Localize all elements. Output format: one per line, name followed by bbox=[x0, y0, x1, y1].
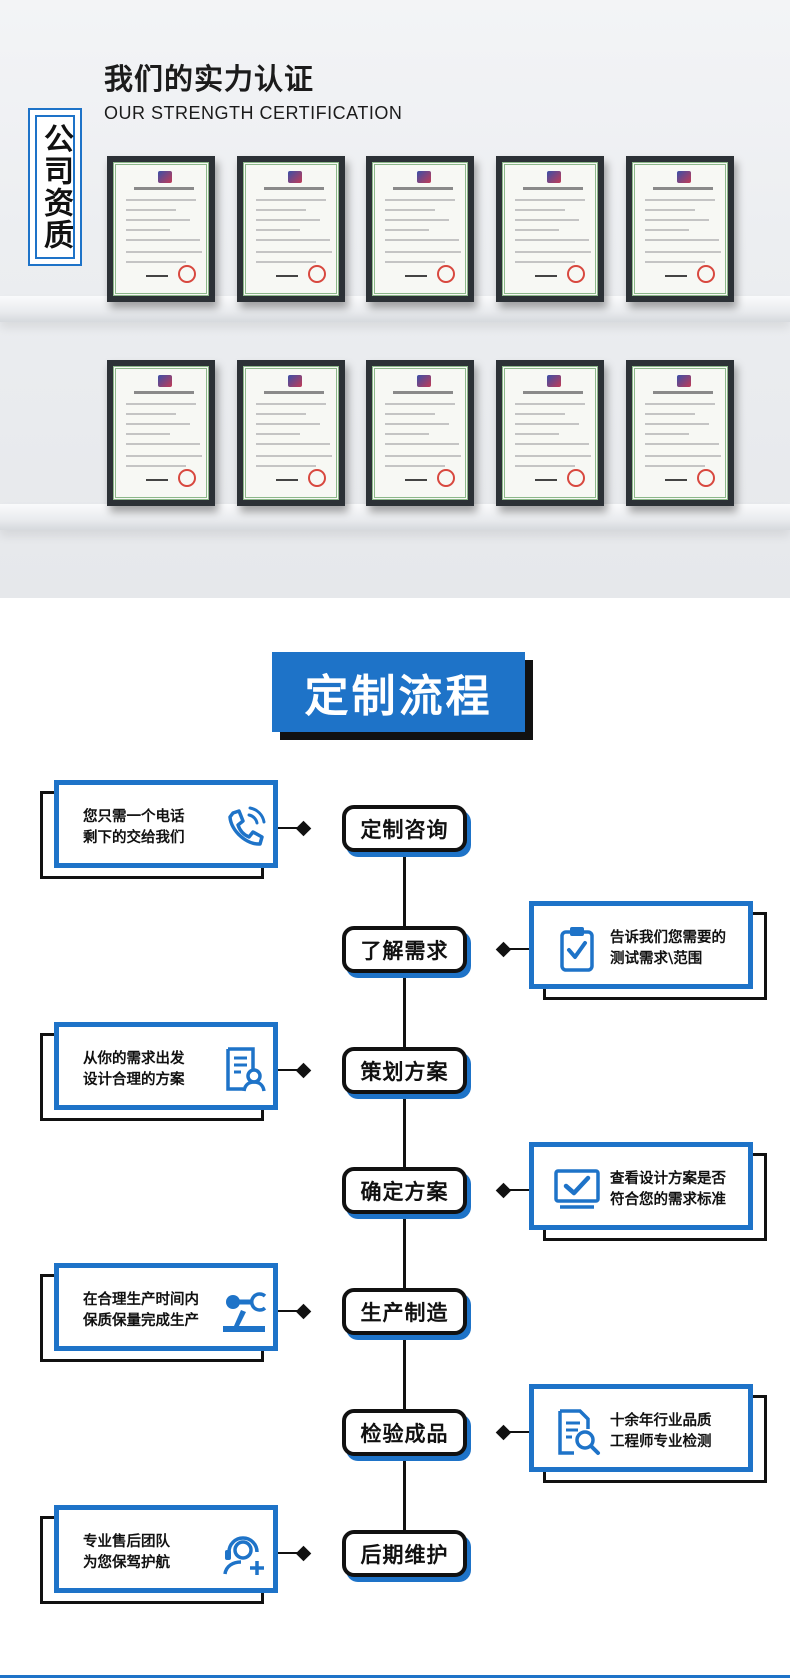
step-connector bbox=[278, 1310, 304, 1312]
badge-label: 公司资质 bbox=[38, 123, 73, 251]
step-label: 生产制造 bbox=[360, 1300, 449, 1325]
step-connector bbox=[278, 827, 304, 829]
connector-diamond bbox=[495, 1424, 512, 1441]
patent-certificate-icon bbox=[626, 156, 734, 302]
certification-section: 公司资质 我们的实力认证 OUR STRENGTH CERTIFICATION bbox=[0, 0, 790, 598]
step-description-card: 从你的需求出发设计合理的方案 bbox=[40, 1022, 278, 1121]
support-headset-icon bbox=[219, 1528, 269, 1578]
shelf-bottom bbox=[0, 504, 790, 530]
step-label: 策划方案 bbox=[360, 1059, 449, 1084]
step-label: 确定方案 bbox=[360, 1179, 449, 1204]
description-line: 测试需求\范围 bbox=[610, 951, 703, 967]
step-connector bbox=[278, 1069, 304, 1071]
connector-diamond bbox=[495, 941, 512, 958]
robot-arm-icon bbox=[219, 1286, 269, 1336]
document-user-icon bbox=[219, 1045, 269, 1095]
step-description-card: 在合理生产时间内保质保量完成生产 bbox=[40, 1263, 278, 1362]
description-line: 工程师专业检测 bbox=[610, 1434, 712, 1450]
description-line: 专业售后团队 bbox=[83, 1534, 170, 1550]
patent-certificate-icon bbox=[626, 360, 734, 506]
step-description-card: 十余年行业品质工程师专业检测 bbox=[529, 1384, 767, 1483]
connector-diamond bbox=[295, 1062, 312, 1079]
step-label: 定制咨询 bbox=[360, 817, 449, 842]
process-title-banner: 定制流程 bbox=[272, 652, 525, 732]
process-step: 确定方案 bbox=[342, 1167, 471, 1219]
step-description: 在合理生产时间内保质保量完成生产 bbox=[83, 1290, 207, 1332]
patent-certificate-icon bbox=[107, 360, 215, 506]
step-label: 后期维护 bbox=[360, 1542, 449, 1567]
step-connector bbox=[500, 1189, 529, 1191]
patent-certificate-icon bbox=[366, 360, 474, 506]
description-line: 告诉我们您需要的 bbox=[610, 930, 726, 946]
description-line: 在合理生产时间内 bbox=[83, 1292, 199, 1308]
process-step: 后期维护 bbox=[342, 1530, 471, 1582]
patent-certificate-icon bbox=[237, 156, 345, 302]
patent-certificate-icon bbox=[237, 360, 345, 506]
step-description: 十余年行业品质工程师专业检测 bbox=[610, 1411, 750, 1453]
certification-title: 我们的实力认证 bbox=[104, 62, 315, 96]
step-description-card: 告诉我们您需要的测试需求\范围 bbox=[529, 901, 767, 1000]
connector-diamond bbox=[295, 820, 312, 837]
step-description-card: 专业售后团队为您保驾护航 bbox=[40, 1505, 278, 1604]
certification-subtitle: OUR STRENGTH CERTIFICATION bbox=[104, 103, 403, 123]
process-step: 检验成品 bbox=[342, 1409, 471, 1461]
company-qualification-badge: 公司资质 bbox=[28, 108, 82, 266]
description-line: 您只需一个电话 bbox=[83, 809, 185, 825]
description-line: 十余年行业品质 bbox=[610, 1413, 712, 1429]
step-description: 从你的需求出发设计合理的方案 bbox=[83, 1049, 207, 1091]
step-description: 您只需一个电话剩下的交给我们 bbox=[83, 807, 207, 849]
step-connector bbox=[278, 1552, 304, 1554]
patent-certificate-icon bbox=[496, 156, 604, 302]
description-line: 剩下的交给我们 bbox=[83, 830, 185, 846]
clipboard-check-icon bbox=[552, 924, 602, 974]
description-line: 为您保驾护航 bbox=[83, 1555, 170, 1571]
description-line: 保质保量完成生产 bbox=[83, 1313, 199, 1329]
description-line: 从你的需求出发 bbox=[83, 1051, 185, 1067]
step-description-card: 您只需一个电话剩下的交给我们 bbox=[40, 780, 278, 879]
patent-certificate-icon bbox=[496, 360, 604, 506]
process-step: 了解需求 bbox=[342, 926, 471, 978]
connector-diamond bbox=[295, 1545, 312, 1562]
process-title: 定制流程 bbox=[304, 671, 493, 722]
process-step: 定制咨询 bbox=[342, 805, 471, 857]
patent-certificate-icon bbox=[366, 156, 474, 302]
description-line: 查看设计方案是否 bbox=[610, 1171, 726, 1187]
step-description-card: 查看设计方案是否符合您的需求标准 bbox=[529, 1142, 767, 1241]
step-description: 专业售后团队为您保驾护航 bbox=[83, 1532, 207, 1574]
step-connector bbox=[500, 948, 529, 950]
process-step: 策划方案 bbox=[342, 1047, 471, 1099]
patent-certificate-icon bbox=[107, 156, 215, 302]
step-connector bbox=[500, 1431, 529, 1433]
description-line: 设计合理的方案 bbox=[83, 1072, 185, 1088]
bottom-divider bbox=[0, 1675, 790, 1678]
step-label: 了解需求 bbox=[360, 938, 449, 963]
phone-icon bbox=[219, 803, 269, 853]
monitor-check-icon bbox=[552, 1165, 602, 1215]
connector-diamond bbox=[295, 1303, 312, 1320]
process-step: 生产制造 bbox=[342, 1288, 471, 1340]
step-description: 告诉我们您需要的测试需求\范围 bbox=[610, 928, 750, 970]
connector-diamond bbox=[495, 1182, 512, 1199]
step-description: 查看设计方案是否符合您的需求标准 bbox=[610, 1169, 750, 1211]
step-label: 检验成品 bbox=[360, 1421, 449, 1446]
document-search-icon bbox=[552, 1407, 602, 1457]
description-line: 符合您的需求标准 bbox=[610, 1192, 726, 1208]
